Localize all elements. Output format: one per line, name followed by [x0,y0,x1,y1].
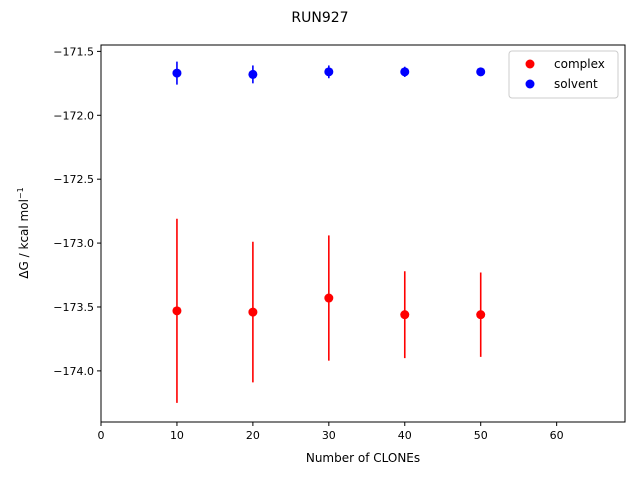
y-tick-label: −171.5 [53,45,94,58]
complex-point [248,307,258,317]
legend: complex solvent [508,50,619,99]
plot-area [101,45,625,422]
chart-title: RUN927 [291,10,348,26]
legend-label-solvent: solvent [554,77,598,91]
x-axis-label: Number of CLONEs [306,451,420,465]
legend-label-complex: complex [554,57,605,71]
y-tick-label: −173.0 [53,237,94,250]
complex-point [172,306,182,316]
x-tick-label: 30 [322,429,336,442]
plot-frame [100,44,626,423]
y-tick-label: −174.0 [53,365,94,378]
solvent-point [476,67,486,77]
data-marks [172,61,486,403]
x-tick-label: 50 [474,429,488,442]
x-tick-label: 40 [398,429,412,442]
y-tick-label: −173.5 [53,301,94,314]
y-tick-label: −172.5 [53,173,94,186]
y-axis-label: ΔG / kcal mol−1 [16,187,31,278]
y-tick-label: −172.0 [53,109,94,122]
complex-point [400,310,410,320]
x-tick-label: 60 [550,429,564,442]
y-axis-label-exponent: −1 [16,187,25,199]
legend-marker-complex [525,59,535,69]
x-axis-ticks: 0 10 20 30 40 50 60 [98,422,564,442]
x-tick-label: 0 [98,429,105,442]
solvent-point [172,68,182,78]
solvent-point [400,67,410,77]
complex-point [476,310,486,320]
legend-box [508,50,619,99]
complex-point [324,293,334,303]
y-axis-label-main: ΔG / kcal mol [17,199,31,279]
solvent-point [324,67,334,77]
solvent-point [248,69,258,79]
legend-marker-solvent [525,79,535,89]
x-tick-label: 20 [246,429,260,442]
x-tick-label: 10 [170,429,184,442]
y-axis-ticks: −174.0 −173.5 −173.0 −172.5 −172.0 −171.5 [53,45,101,378]
